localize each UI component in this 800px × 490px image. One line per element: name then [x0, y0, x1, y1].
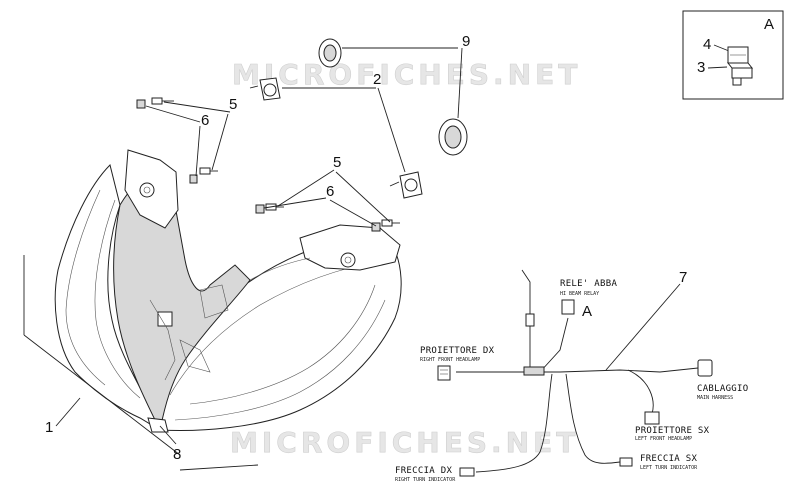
- inset-letter: A: [764, 16, 774, 33]
- label-right-turn-sub: RIGHT TURN INDICATOR: [395, 477, 456, 483]
- label-left-headlamp-sub: LEFT FRONT HEADLAMP: [635, 436, 692, 442]
- leader-lines: [23, 47, 681, 471]
- watermark-bottom: MICROFICHES.NET: [230, 426, 579, 459]
- bulb-lower: [389, 171, 423, 199]
- label-main-harness: CABLAGGIO: [697, 384, 748, 394]
- label-right-turn: FRECCIA DX: [395, 466, 452, 476]
- callout-5-upper: 5: [229, 96, 237, 113]
- callout-7: 7: [679, 269, 687, 286]
- cap-upper: [318, 38, 342, 68]
- label-right-headlamp-sub: RIGHT FRONT HEADLAMP: [420, 357, 480, 363]
- relay-part: [726, 46, 754, 86]
- callout-5-lower: 5: [333, 154, 341, 171]
- callout-9: 9: [462, 33, 470, 50]
- cap-lower: [438, 118, 468, 156]
- callout-6-lower: 6: [326, 183, 334, 200]
- callout-3: 3: [697, 59, 705, 76]
- screw-group-lower: [255, 203, 400, 232]
- label-relay-sub: HI BEAM RELAY: [560, 291, 599, 297]
- callout-8: 8: [173, 446, 181, 463]
- callout-1: 1: [45, 419, 53, 436]
- headlamp-assembly: [54, 149, 402, 433]
- wiring-harness: [437, 269, 713, 477]
- label-left-headlamp: PROIETTORE SX: [635, 426, 710, 436]
- label-right-headlamp: PROIETTORE DX: [420, 346, 495, 356]
- inset-detail-box: A 4 3: [682, 10, 784, 100]
- screw-group-upper: [136, 97, 218, 184]
- label-relay: RELE' ABBA: [560, 279, 617, 289]
- bulb-upper: [249, 77, 281, 101]
- label-left-turn: FRECCIA SX: [640, 454, 697, 464]
- label-main-harness-sub: MAIN HARNESS: [697, 395, 733, 401]
- relay-ref-letter: A: [582, 303, 592, 320]
- callout-4: 4: [703, 36, 711, 53]
- watermark-top: MICROFICHES.NET: [232, 58, 581, 91]
- label-left-turn-sub: LEFT TURN INDICATOR: [640, 465, 698, 471]
- callout-2: 2: [373, 71, 381, 88]
- callout-6-upper: 6: [201, 112, 209, 129]
